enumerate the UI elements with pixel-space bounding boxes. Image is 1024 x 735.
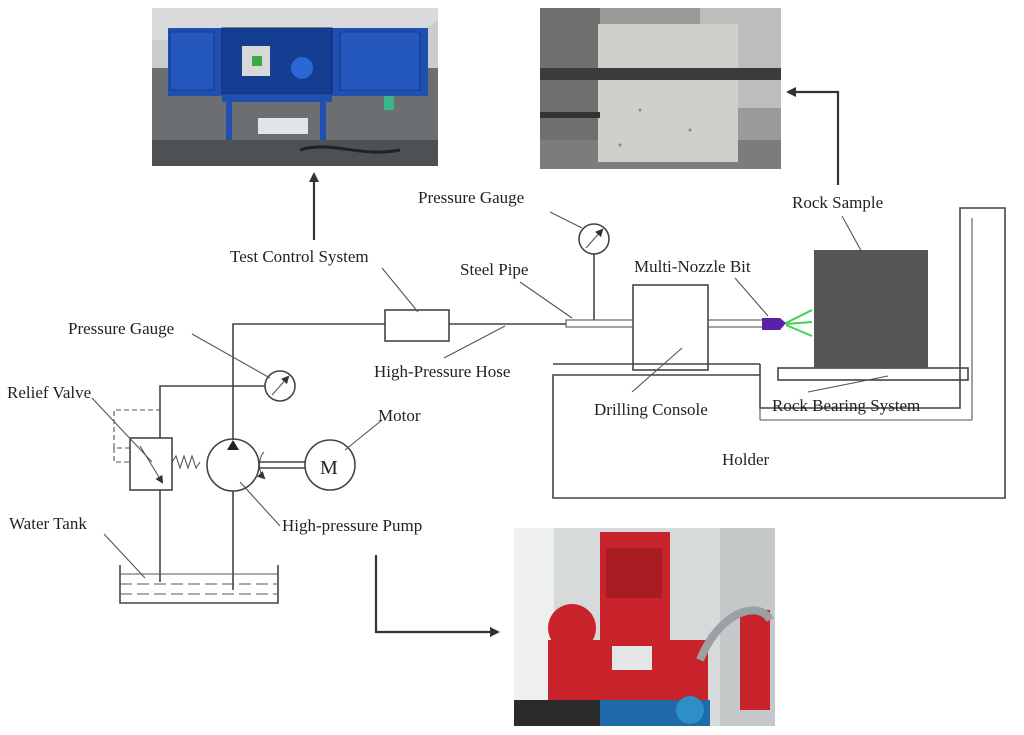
water-tank	[119, 565, 279, 604]
high-pressure-pump-symbol	[206, 438, 266, 590]
label-pressure-gauge-top: Pressure Gauge	[418, 188, 524, 207]
high-pressure-pump-photo	[514, 528, 775, 726]
test-control-system-photo	[152, 8, 438, 166]
label-multi-nozzle-bit: Multi-Nozzle Bit	[634, 257, 751, 276]
rock-sample-photo	[540, 8, 781, 169]
label-drilling-console: Drilling Console	[594, 400, 708, 419]
label-rock-sample: Rock Sample	[792, 193, 883, 212]
motor-symbol	[304, 439, 356, 491]
label-water-tank: Water Tank	[9, 514, 87, 533]
holder	[552, 207, 1006, 499]
bit-shaft	[707, 319, 767, 328]
label-rock-bearing-system: Rock Bearing System	[772, 396, 920, 415]
label-relief-valve: Relief Valve	[7, 383, 91, 402]
label-high-pressure-hose: High-Pressure Hose	[374, 362, 510, 381]
leader-lines	[91, 211, 889, 579]
steel-pipe	[565, 319, 634, 328]
rock-bearing-plate	[777, 367, 969, 381]
label-pressure-gauge-left: Pressure Gauge	[68, 319, 174, 338]
test-control-unit-box	[384, 309, 450, 342]
label-motor: Motor	[378, 406, 421, 425]
relief-valve	[113, 409, 201, 491]
label-motor-symbol: M	[320, 457, 338, 479]
water-jets	[785, 309, 813, 337]
label-test-control-system: Test Control System	[230, 247, 369, 266]
multi-nozzle-bit	[762, 318, 786, 330]
drilling-console-box	[632, 284, 709, 371]
pressure-gauge-top	[578, 223, 610, 255]
label-steel-pipe: Steel Pipe	[460, 260, 528, 279]
label-holder: Holder	[722, 450, 770, 469]
arrow-to-rock-photo	[786, 87, 840, 185]
photo-arrows	[309, 87, 840, 637]
high-pressure-hose	[232, 323, 385, 440]
label-high-pressure-pump: High-pressure Pump	[282, 516, 422, 535]
pressure-gauge-left	[264, 370, 296, 402]
arrow-to-pump-photo	[374, 555, 500, 637]
